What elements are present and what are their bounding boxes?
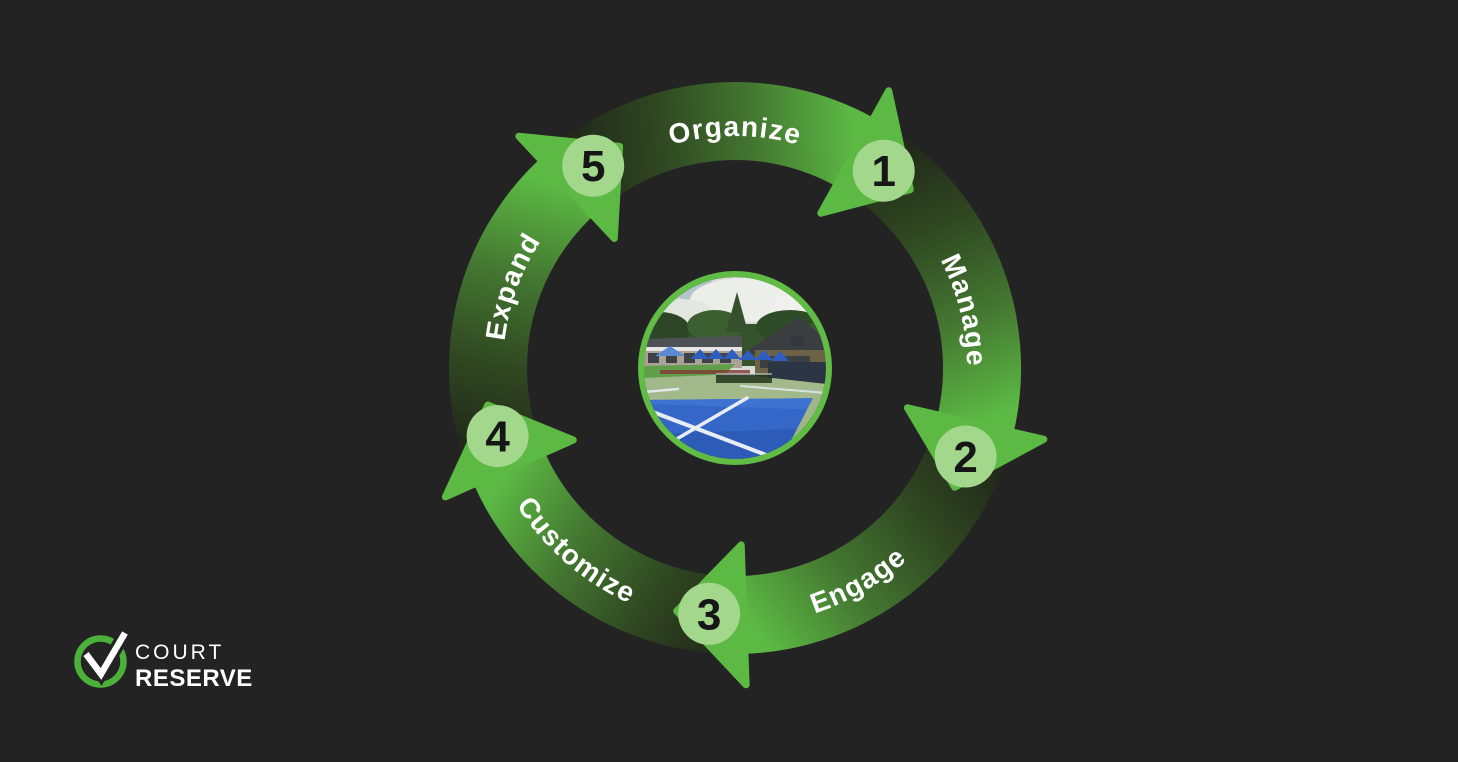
logo-word-reserve: RESERVE xyxy=(135,665,253,692)
logo-ring xyxy=(74,635,127,688)
step-badge-2 xyxy=(934,425,997,488)
step-number-2: 2 xyxy=(953,433,977,482)
step-badges: 1 2 3 4 5 xyxy=(466,134,997,645)
cycle-segments xyxy=(448,81,1022,655)
segment-band-manage xyxy=(848,128,1022,433)
step-badge-5 xyxy=(562,134,625,197)
segment-band-organize xyxy=(555,81,874,207)
step-number-1: 1 xyxy=(871,147,895,196)
check-icon xyxy=(83,631,128,680)
step-number-4: 4 xyxy=(485,413,510,462)
logo-word-court: COURT xyxy=(135,641,224,664)
segment-band-customize xyxy=(473,452,740,655)
courtreserve-logo: COURT RESERVE xyxy=(74,629,253,692)
step-badge-1 xyxy=(852,139,915,202)
photo-ring xyxy=(638,271,832,465)
segment-band-engage xyxy=(742,428,1009,654)
step-badge-3 xyxy=(678,582,741,645)
center-photo xyxy=(638,271,832,465)
segment-band-expand xyxy=(448,158,594,466)
step-badge-4 xyxy=(466,405,529,468)
step-number-3: 3 xyxy=(697,590,721,639)
step-number-5: 5 xyxy=(581,142,605,191)
